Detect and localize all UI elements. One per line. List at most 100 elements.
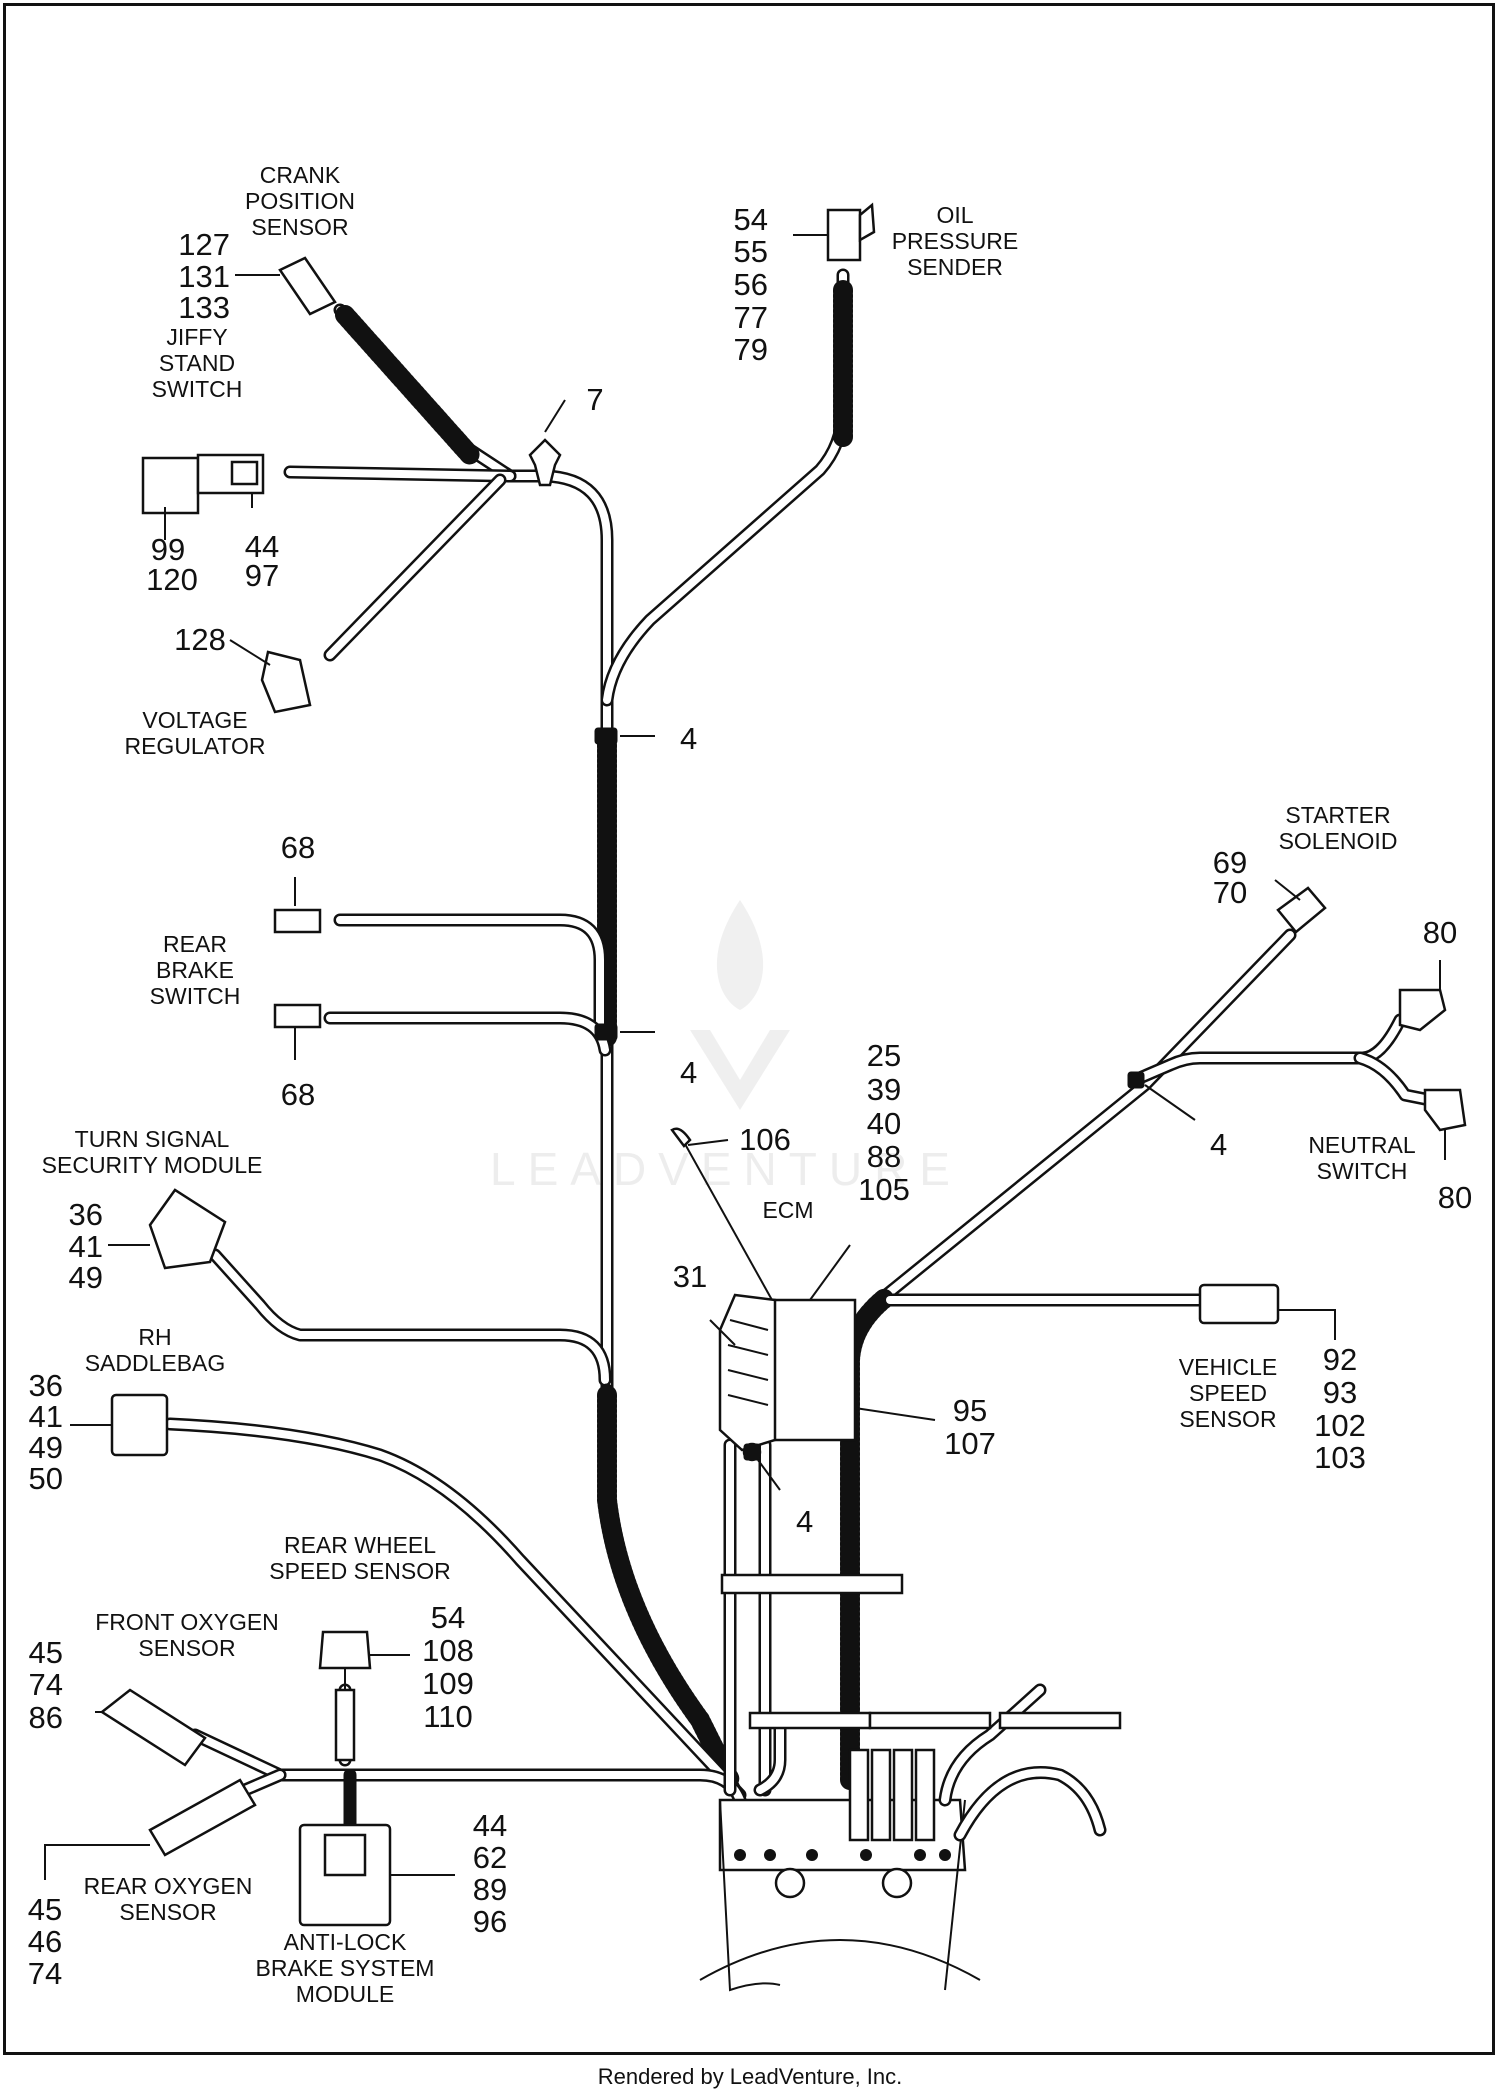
ecm-callout-3: 40 bbox=[867, 1106, 901, 1141]
rear-brake-label-line1: REAR bbox=[163, 931, 227, 957]
clip-4-a bbox=[594, 727, 618, 745]
oil-callout-4: 77 bbox=[734, 300, 768, 335]
watermark-v-icon bbox=[690, 1030, 790, 1110]
clips bbox=[528, 438, 1145, 1461]
vss-label-line1: VEHICLE bbox=[1179, 1354, 1277, 1380]
starter-solenoid-connector bbox=[1276, 886, 1327, 934]
vss-label-line3: SENSOR bbox=[1179, 1406, 1276, 1432]
clip-4-b bbox=[594, 1023, 618, 1041]
abs-label-line3: MODULE bbox=[296, 1981, 394, 2007]
watermark: LEADVENTURE bbox=[490, 900, 962, 1195]
rear-o2-callout-2: 46 bbox=[28, 1924, 62, 1959]
label-voltage-regulator: 128 VOLTAGE REGULATOR bbox=[124, 622, 265, 759]
jiffy-stand-connector-housing bbox=[141, 456, 200, 515]
neutral-callout-top: 80 bbox=[1423, 915, 1457, 950]
saddlebag-callout-1: 36 bbox=[29, 1368, 63, 1403]
rear-o2-label-line2: SENSOR bbox=[119, 1899, 216, 1925]
clip-4-a-callout: 4 bbox=[680, 721, 697, 756]
vss-callout-1: 92 bbox=[1323, 1342, 1357, 1377]
rwss-callout-2: 108 bbox=[422, 1633, 474, 1668]
oil-label-line1: OIL bbox=[936, 202, 973, 228]
svg-text:CRANK: CRANK bbox=[260, 162, 341, 188]
abs-callout-3: 89 bbox=[473, 1872, 507, 1907]
label-oil-pressure-sender: OIL PRESSURE SENDER 54 55 56 77 79 bbox=[734, 202, 1019, 367]
svg-text:SENSOR: SENSOR bbox=[251, 214, 348, 240]
rwss-callout-3: 109 bbox=[422, 1666, 474, 1701]
oil-label-line2: PRESSURE bbox=[892, 228, 1019, 254]
jiffy-callout-right-2: 97 bbox=[245, 558, 279, 593]
label-rear-oxygen-sensor: REAR OXYGEN SENSOR 45 46 74 bbox=[28, 1873, 253, 1991]
neutral-label-line2: SWITCH bbox=[1317, 1158, 1408, 1184]
rear-brake-label-line3: SWITCH bbox=[150, 983, 241, 1009]
front-o2-callout-2: 74 bbox=[29, 1667, 63, 1702]
label-vehicle-speed-sensor: VEHICLE SPEED SENSOR 92 93 102 103 bbox=[1179, 1342, 1366, 1475]
rear-brake-label-line2: BRAKE bbox=[156, 957, 234, 983]
vehicle-speed-sensor-connector bbox=[1198, 1283, 1280, 1325]
abs-label-line1: ANTI-LOCK bbox=[284, 1929, 407, 1955]
turn-signal-callout-1: 36 bbox=[69, 1197, 103, 1232]
front-oxygen-sensor-connector bbox=[99, 1688, 207, 1767]
diagram-frame bbox=[3, 3, 1495, 2055]
label-crank-position-sensor: CRANK POSITION SENSOR 127 131 133 bbox=[178, 162, 355, 325]
rwss-label-line2: SPEED SENSOR bbox=[269, 1558, 451, 1584]
front-o2-label-line1: FRONT OXYGEN bbox=[95, 1609, 279, 1635]
crank-label-line3: SENSOR bbox=[251, 214, 348, 240]
crank-callout-1: 127 bbox=[178, 227, 230, 262]
turn-signal-label-line1: TURN SIGNAL bbox=[75, 1126, 230, 1152]
abs-callout-2: 62 bbox=[473, 1840, 507, 1875]
rwss-label-line1: REAR WHEEL bbox=[284, 1532, 436, 1558]
connectors bbox=[99, 202, 1467, 1927]
rear-o2-callout-3: 74 bbox=[28, 1956, 62, 1991]
jiffy-label-line3: SWITCH bbox=[152, 376, 243, 402]
crank-label-line1: CRANK bbox=[260, 162, 341, 188]
ecm-bracket-callout: 31 bbox=[673, 1259, 707, 1294]
starter-callout-1: 69 bbox=[1213, 845, 1247, 880]
ecm-callout-1: 25 bbox=[867, 1038, 901, 1073]
abs-callout-1: 44 bbox=[473, 1808, 507, 1843]
watermark-flame-icon bbox=[716, 900, 764, 1010]
ecm-callout-2: 39 bbox=[867, 1072, 901, 1107]
oil-callout-2: 55 bbox=[734, 234, 768, 269]
neutral-switch-connector-bottom bbox=[1423, 1088, 1467, 1132]
ecm-mount-callout-1: 95 bbox=[953, 1393, 987, 1428]
saddlebag-callout-4: 50 bbox=[29, 1461, 63, 1496]
label-rear-brake-switch: 68 REAR BRAKE SWITCH 68 bbox=[150, 830, 316, 1112]
frame-structure bbox=[699, 1683, 1122, 1992]
saddlebag-label-line1: RH bbox=[138, 1324, 171, 1350]
vss-callout-3: 102 bbox=[1314, 1408, 1366, 1443]
jiffy-label-line2: STAND bbox=[159, 350, 235, 376]
starter-label-line1: STARTER bbox=[1285, 802, 1390, 828]
rear-brake-callout-bottom: 68 bbox=[281, 1077, 315, 1112]
starter-label-line2: SOLENOID bbox=[1279, 828, 1398, 854]
clip-4-c-callout: 4 bbox=[1210, 1127, 1227, 1162]
ecm-label: ECM bbox=[762, 1197, 813, 1223]
rwss-callout-4: 110 bbox=[423, 1699, 472, 1734]
rear-wheel-speed-sensor-connector bbox=[318, 1630, 372, 1670]
harness-main bbox=[163, 268, 853, 1872]
voltage-regulator-connector bbox=[260, 650, 312, 714]
clip-4-d-callout: 4 bbox=[796, 1504, 813, 1539]
crank-callout-3: 133 bbox=[178, 290, 230, 325]
crank-label-line2: POSITION bbox=[245, 188, 355, 214]
rwss-callout-1: 54 bbox=[431, 1600, 465, 1635]
saddlebag-label-line2: SADDLEBAG bbox=[85, 1350, 226, 1376]
watermark-text: LEADVENTURE bbox=[490, 1143, 962, 1195]
abs-label-line2: BRAKE SYSTEM bbox=[256, 1955, 435, 1981]
abs-callout-4: 96 bbox=[473, 1904, 507, 1939]
turn-signal-callout-3: 49 bbox=[69, 1260, 103, 1295]
neutral-switch-connector-top bbox=[1398, 988, 1447, 1032]
footer-credit: Rendered by LeadVenture, Inc. bbox=[598, 2064, 903, 2089]
label-front-oxygen-sensor: FRONT OXYGEN SENSOR 45 74 86 bbox=[29, 1609, 279, 1735]
oil-callout-5: 79 bbox=[734, 332, 768, 367]
rear-brake-callout-top: 68 bbox=[281, 830, 315, 865]
ecm-mount-callout-2: 107 bbox=[944, 1426, 996, 1461]
vss-label-line2: SPEED bbox=[1189, 1380, 1267, 1406]
label-abs-module: 44 62 89 96 ANTI-LOCK BRAKE SYSTEM MODUL… bbox=[256, 1808, 508, 2007]
oil-callout-3: 56 bbox=[734, 267, 768, 302]
svg-text:POSITION: POSITION bbox=[245, 188, 355, 214]
oil-label-line3: SENDER bbox=[907, 254, 1003, 280]
saddlebag-callout-2: 41 bbox=[29, 1399, 63, 1434]
rear-o2-label-line1: REAR OXYGEN bbox=[84, 1873, 253, 1899]
clip-4-d bbox=[743, 1443, 761, 1461]
rear-o2-callout-1: 45 bbox=[28, 1892, 62, 1927]
